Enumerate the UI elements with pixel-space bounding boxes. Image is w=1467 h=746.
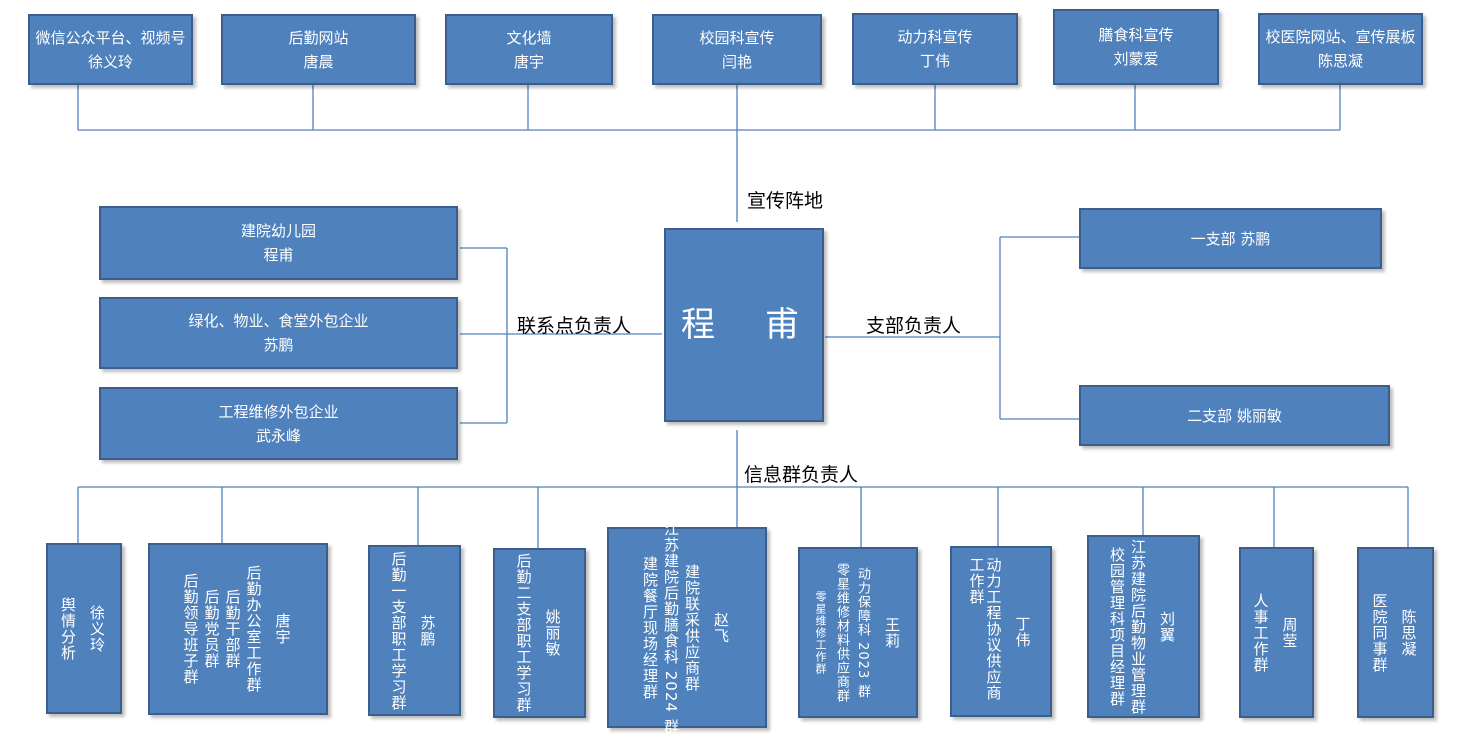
top-box-title: 校园科宣传 <box>699 28 775 47</box>
bottom-box-person: 王莉 <box>883 616 901 649</box>
top-box-person: 陈思凝 <box>1317 52 1363 70</box>
right-box-text: 一支部 苏鹏 <box>1190 229 1271 248</box>
top-box-title: 微信公众平台、视频号 <box>35 28 186 47</box>
left-box-person: 武永峰 <box>255 426 301 445</box>
bottom-box-person: 徐义玲 <box>88 604 106 653</box>
infogroup-label: 信息群负责人 <box>744 464 859 486</box>
top-box-catering: 膳食科宣传 刘蒙爱 <box>1053 9 1219 85</box>
left-box-title: 工程维修外包企业 <box>218 402 339 421</box>
top-box-title: 后勤网站 <box>288 28 349 47</box>
branch-label: 支部负责人 <box>866 315 962 337</box>
bottom-box-1: 徐义玲 舆情分析 <box>46 543 122 714</box>
left-box-title: 绿化、物业、食堂外包企业 <box>188 312 369 330</box>
left-box-outsourcing: 绿化、物业、食堂外包企业 苏鹏 <box>99 297 458 369</box>
bottom-box-group: 后勤一支部职工学习群 <box>389 550 408 711</box>
top-box-title: 文化墙 <box>506 28 552 47</box>
bottom-box-7: 丁伟 动力工程协议供应商工作群 <box>950 546 1052 717</box>
bottom-box-9: 周莹 人事工作群 <box>1239 547 1314 718</box>
top-box-person: 徐义玲 <box>87 52 133 71</box>
top-box-power: 动力科宣传 丁伟 <box>852 13 1018 85</box>
bottom-box-person: 陈思凝 <box>1399 608 1418 657</box>
bottom-box-person: 唐宇 <box>273 613 292 645</box>
center-name: 程 甫 <box>681 305 807 345</box>
right-box-text: 二支部 姚丽敏 <box>1187 406 1282 425</box>
propaganda-label: 宣传阵地 <box>747 190 824 212</box>
left-box-person: 苏鹏 <box>263 336 294 354</box>
top-box-person: 刘蒙爱 <box>1113 50 1159 68</box>
bottom-box-4: 姚丽敏 后勤二支部职工学习群 <box>493 548 586 718</box>
left-box-engineering: 工程维修外包企业 武永峰 <box>99 387 458 460</box>
bottom-box-person: 赵飞 <box>712 611 730 644</box>
top-box-wechat: 微信公众平台、视频号 徐义玲 <box>28 14 193 85</box>
top-box-hospital: 校医院网站、宣传展板 陈思凝 <box>1258 13 1423 85</box>
bottom-box-person: 刘翼 <box>1158 610 1176 643</box>
bottom-box-group: 医院同事群 <box>1370 592 1389 673</box>
bottom-box-group: 后勤领导班子群 <box>181 573 200 685</box>
top-box-culture-wall: 文化墙 唐宇 <box>445 14 613 85</box>
bottom-box-person: 姚丽敏 <box>543 609 562 657</box>
bottom-box-group: 人事工作群 <box>1251 592 1270 673</box>
bottom-box-6: 王莉 动力保障科 2023 群 零星维修材料供应商群 零星维修工作群 <box>798 547 918 718</box>
top-box-campus: 校园科宣传 闫艳 <box>652 14 822 85</box>
bottom-box-10: 陈思凝 医院同事群 <box>1357 547 1434 718</box>
bottom-box-group: 后勤干部群 <box>223 589 242 669</box>
bottom-box-8: 刘翼 江苏建院后勤物业管理群 校园管理科项目经理群 <box>1087 535 1200 718</box>
bottom-box-3: 苏鹏 后勤一支部职工学习群 <box>368 545 461 716</box>
bottom-box-group: 动力保障科 2023 群 <box>855 566 870 699</box>
bottom-box-2: 唐宇 后勤办公室工作群 后勤干部群 后勤党员群 后勤领导班子群 <box>148 543 328 715</box>
right-box-branch-1: 一支部 苏鹏 <box>1079 208 1382 269</box>
bottom-box-group: 建院餐厅现场经理群 <box>641 555 659 700</box>
top-box-person: 闫艳 <box>721 52 752 71</box>
bottom-box-group: 江苏建院后勤物业管理群 <box>1129 538 1147 715</box>
bottom-box-group: 江苏建院后勤膳食科 2024 群 <box>662 520 680 735</box>
top-box-person: 丁伟 <box>919 52 950 70</box>
bottom-box-group: 校园管理科项目经理群 <box>1108 546 1126 707</box>
bottom-box-group: 建院联采供应商群 <box>683 563 701 692</box>
top-box-person: 唐晨 <box>303 52 334 71</box>
bottom-box-person: 周莹 <box>1280 616 1299 649</box>
top-box-title: 动力科宣传 <box>897 28 973 46</box>
bottom-box-group: 后勤办公室工作群 <box>244 565 263 693</box>
left-box-kindergarten: 建院幼儿园 程甫 <box>99 206 458 280</box>
bottom-box-group: 后勤二支部职工学习群 <box>514 553 533 713</box>
bottom-box-group: 动力工程协议供应商工作群 <box>967 556 1003 701</box>
top-box-website: 后勤网站 唐晨 <box>221 14 416 85</box>
bottom-box-group: 舆情分析 <box>59 596 77 661</box>
left-box-title: 建院幼儿园 <box>240 222 316 240</box>
center-box: 程 甫 <box>664 228 824 422</box>
bottom-box-person: 丁伟 <box>1013 615 1032 648</box>
bottom-box-group: 后勤党员群 <box>202 589 221 669</box>
left-box-person: 程甫 <box>263 246 294 264</box>
right-box-branch-2: 二支部 姚丽敏 <box>1079 385 1390 446</box>
bottom-box-person: 苏鹏 <box>418 614 437 647</box>
top-box-title: 膳食科宣传 <box>1098 26 1174 44</box>
bottom-box-group: 零星维修工作群 <box>814 590 827 675</box>
top-box-person: 唐宇 <box>513 52 544 71</box>
top-box-title: 校医院网站、宣传展板 <box>1265 28 1416 46</box>
bottom-box-5: 赵飞 建院联采供应商群 江苏建院后勤膳食科 2024 群 建院餐厅现场经理群 <box>607 521 767 734</box>
contact-label: 联系点负责人 <box>517 315 632 337</box>
bottom-box-group: 零星维修材料供应商群 <box>834 562 849 703</box>
